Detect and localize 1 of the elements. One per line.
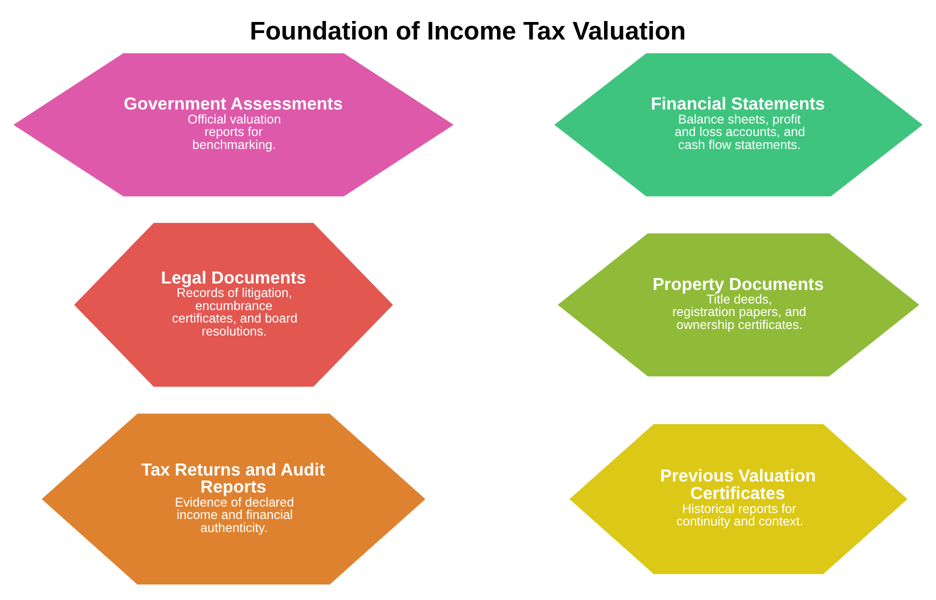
diagram-title: Foundation of Income Tax Valuation xyxy=(250,17,686,46)
